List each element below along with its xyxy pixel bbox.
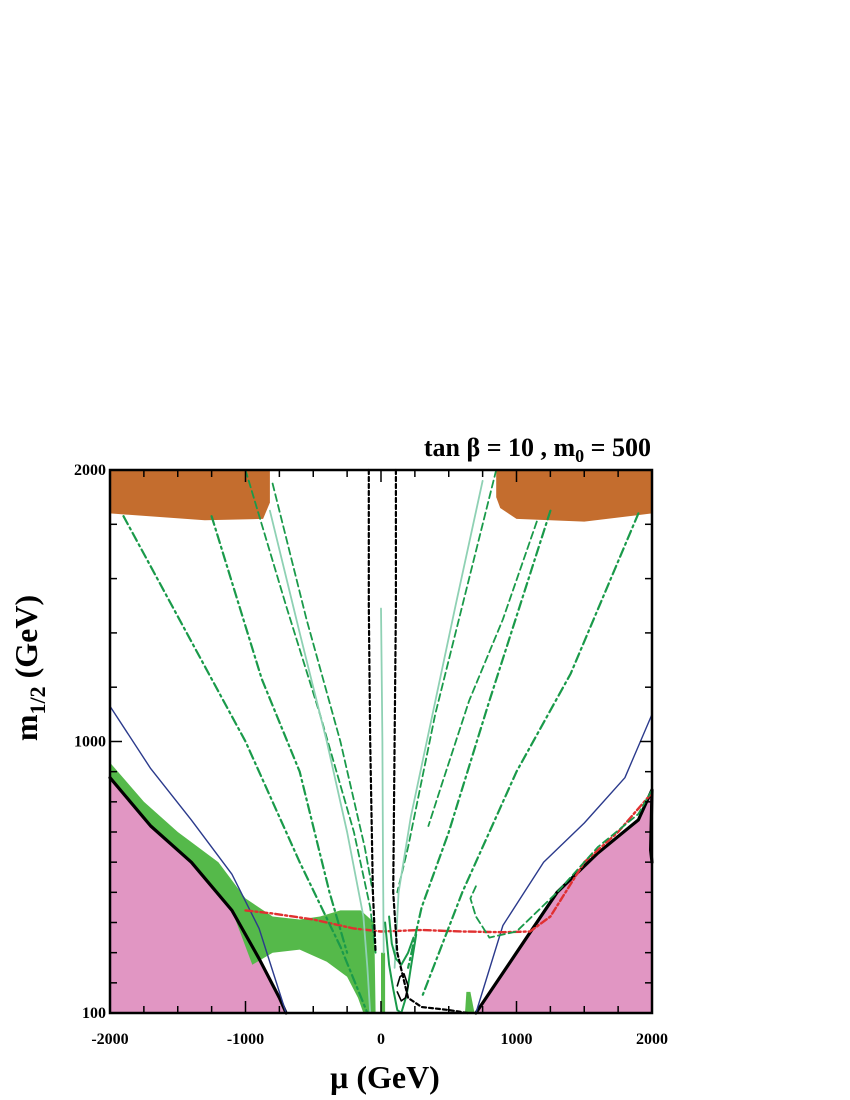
green-region-4 — [110, 762, 376, 1013]
pink-region-2 — [110, 777, 287, 1013]
green-region-6 — [381, 952, 386, 1013]
curve-green-dashdot-5 — [122, 515, 369, 1015]
x-tick-label: 0 — [377, 1031, 385, 1048]
curve-green-dashed-11 — [396, 469, 498, 894]
brown-region-1 — [496, 470, 652, 522]
curve-green-dashed-9 — [244, 469, 377, 954]
y-axis-label: m1/2 (GeV) — [8, 595, 50, 741]
curve-green-light-16 — [380, 607, 385, 954]
x-tick-label: 1000 — [501, 1031, 533, 1048]
curve-green-light-14 — [268, 509, 372, 1014]
curve-blue-2 — [109, 705, 287, 1014]
x-tick-label: 2000 — [636, 1031, 668, 1048]
y-tick-label: 1000 — [74, 734, 106, 751]
curve-blue-3 — [475, 713, 653, 1014]
y-tick-label: 100 — [82, 1005, 106, 1022]
x-axis-label: μ (GeV) — [330, 1059, 440, 1095]
x-tick-label: -2000 — [91, 1031, 128, 1048]
curve-black-thick-0 — [108, 776, 288, 1015]
curve-green-dashed-13 — [469, 788, 653, 939]
chart-title: tan β = 10 , m0 = 500 — [424, 433, 651, 466]
curve-green-dashed-10 — [271, 482, 374, 894]
curve-green-solid-17 — [384, 921, 418, 1014]
y-tick-label: 2000 — [74, 462, 106, 479]
curve-green-dashdot-6 — [210, 515, 349, 954]
curve-green-light-15 — [393, 479, 484, 969]
brown-region-0 — [110, 470, 270, 521]
ticks-layer: -2000 -1000 0 1000 2000 100 1000 2000 — [74, 462, 668, 1048]
curve-green-dashdot-8 — [407, 509, 552, 969]
curve-green-dashdot-7 — [420, 512, 640, 1000]
curve-green-dashed-12 — [427, 520, 538, 827]
curve-black-solid-19 — [396, 972, 409, 1002]
curve-black-dotted-21 — [392, 468, 469, 1015]
x-tick-label: -1000 — [227, 1031, 264, 1048]
curve-black-dotted-20 — [367, 468, 377, 954]
green-region-5 — [465, 991, 475, 1013]
